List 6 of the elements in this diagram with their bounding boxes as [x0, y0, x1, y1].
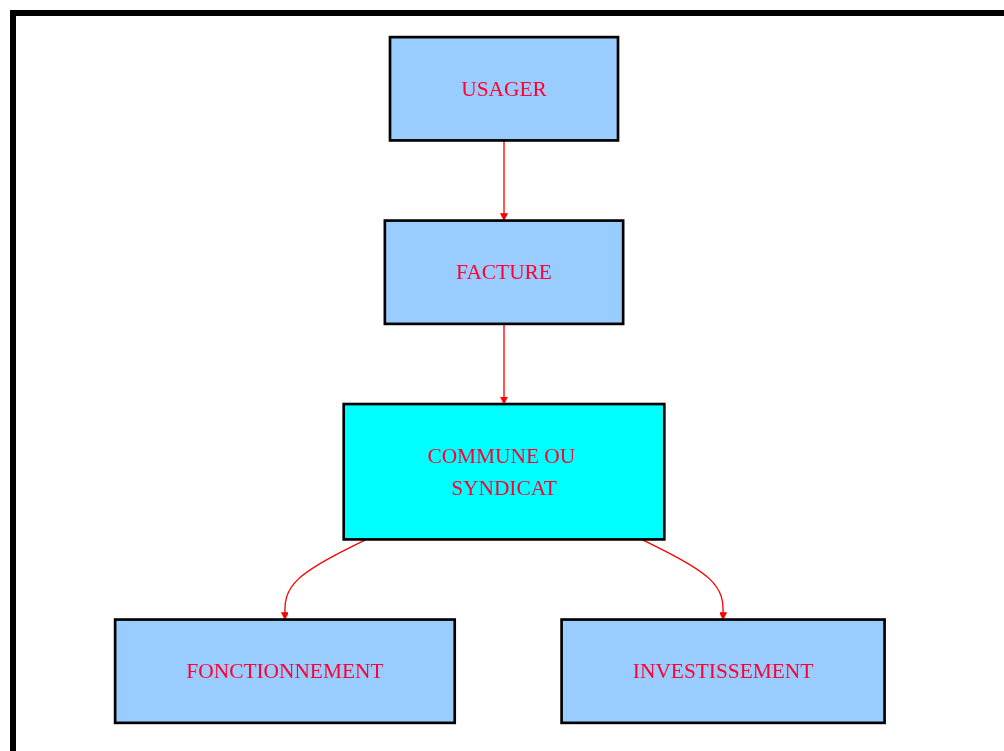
node-box: INVESTISSEMENT	[560, 618, 887, 725]
arrow	[500, 323, 509, 405]
node-box: COMMUNE OU SYNDICAT	[342, 402, 666, 541]
node-box: USAGER	[388, 35, 620, 142]
node-box: FONCTIONNEMENT	[113, 618, 457, 725]
node-box: FACTURE	[383, 219, 625, 326]
